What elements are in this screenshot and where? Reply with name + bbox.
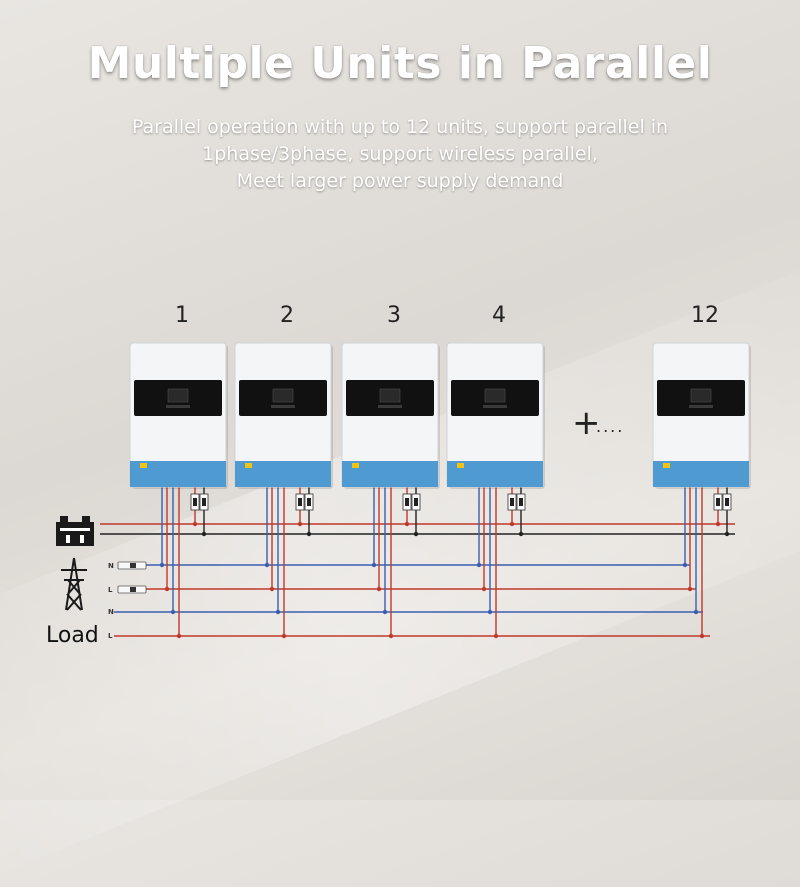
unit-3-buttons (378, 405, 402, 408)
unit-12-warning-label (663, 463, 670, 468)
unit-3-number: 3 (387, 303, 401, 328)
subtitle: Parallel operation with up to 12 units, … (0, 114, 800, 195)
grid-breaker-l (117, 585, 147, 594)
unit-1-fuse-pos-switch (193, 498, 197, 506)
load-line-label-l: L (108, 632, 113, 640)
unit-12-ac-junction-2 (687, 586, 693, 592)
unit-2-ac-junction-1 (264, 562, 270, 568)
grid-breaker-n (117, 561, 147, 570)
unit-2-lcd (272, 388, 294, 403)
load-label: Load (46, 623, 99, 648)
unit-12-battery-pos-junction (715, 521, 721, 527)
unit-1-ac-junction-1 (159, 562, 165, 568)
unit-1-ac-junction-3 (170, 609, 176, 615)
unit-1-lcd (167, 388, 189, 403)
unit-2-buttons (271, 405, 295, 408)
unit-4-number: 4 (492, 303, 506, 328)
unit-4-fuse-pos-switch (510, 498, 514, 506)
unit-12-ac-junction-1 (682, 562, 688, 568)
unit-1-battery-neg-junction (201, 531, 207, 537)
continuation-dots: .... (596, 417, 624, 436)
battery-icon (56, 516, 94, 546)
inverter-unit-12: 12 (652, 303, 751, 511)
unit-3-fuse-pos-switch (405, 498, 409, 506)
inverter-unit-1: 1 (129, 303, 228, 511)
unit-4-ac-junction-1 (476, 562, 482, 568)
subtitle-line-3: Meet larger power supply demand (236, 170, 564, 192)
unit-1-battery-pos-junction (192, 521, 198, 527)
unit-12-ac-junction-4 (699, 633, 705, 639)
unit-3-ac-junction-3 (382, 609, 388, 615)
unit-3-ac-junction-1 (371, 562, 377, 568)
unit-1-fuse-neg-switch (202, 498, 206, 506)
inverter-unit-2: 2 (234, 303, 333, 511)
unit-3-battery-pos-junction (404, 521, 410, 527)
unit-12-lcd (690, 388, 712, 403)
unit-4-buttons (483, 405, 507, 408)
subtitle-line-2: 1phase/3phase, support wireless parallel… (202, 143, 598, 165)
unit-2-ac-junction-4 (281, 633, 287, 639)
unit-2-fuse-neg-switch (307, 498, 311, 506)
unit-4-ac-junction-4 (493, 633, 499, 639)
unit-2-battery-neg-junction (306, 531, 312, 537)
unit-1-ac-junction-2 (164, 586, 170, 592)
unit-12-number: 12 (691, 303, 719, 328)
subtitle-line-1: Parallel operation with up to 12 units, … (131, 116, 669, 138)
unit-1-warning-label (140, 463, 147, 468)
load-line-label-n: N (108, 608, 114, 616)
unit-1-number: 1 (175, 303, 189, 328)
unit-4-battery-neg-junction (518, 531, 524, 537)
grid-line-label-n: N (108, 562, 114, 570)
wires (100, 487, 735, 639)
unit-2-ac-junction-3 (275, 609, 281, 615)
unit-2-battery-pos-junction (297, 521, 303, 527)
unit-3-ac-junction-2 (376, 586, 382, 592)
inverter-unit-3: 3 (341, 303, 440, 511)
unit-4-lcd (484, 388, 506, 403)
unit-2-warning-label (245, 463, 252, 468)
unit-4-battery-pos-junction (509, 521, 515, 527)
unit-4-ac-junction-2 (481, 586, 487, 592)
unit-4-ac-junction-3 (487, 609, 493, 615)
inverter-unit-4: 4 (446, 303, 545, 511)
grid-line-label-l: L (108, 586, 113, 594)
plus-sign: + (572, 403, 601, 443)
unit-2-number: 2 (280, 303, 294, 328)
unit-3-warning-label (352, 463, 359, 468)
unit-1-ac-junction-4 (176, 633, 182, 639)
unit-12-ac-junction-3 (693, 609, 699, 615)
unit-12-fuse-pos-switch (716, 498, 720, 506)
unit-2-ac-junction-2 (269, 586, 275, 592)
unit-12-battery-neg-junction (724, 531, 730, 537)
unit-12-fuse-neg-switch (725, 498, 729, 506)
unit-3-ac-junction-4 (388, 633, 394, 639)
unit-4-warning-label (457, 463, 464, 468)
unit-4-fuse-neg-switch (519, 498, 523, 506)
unit-12-buttons (689, 405, 713, 408)
unit-3-battery-neg-junction (413, 531, 419, 537)
unit-3-lcd (379, 388, 401, 403)
power-tower-icon (61, 557, 87, 611)
unit-2-fuse-pos-switch (298, 498, 302, 506)
unit-3-fuse-neg-switch (414, 498, 418, 506)
page-title: Multiple Units in Parallel (87, 38, 713, 89)
unit-1-buttons (166, 405, 190, 408)
